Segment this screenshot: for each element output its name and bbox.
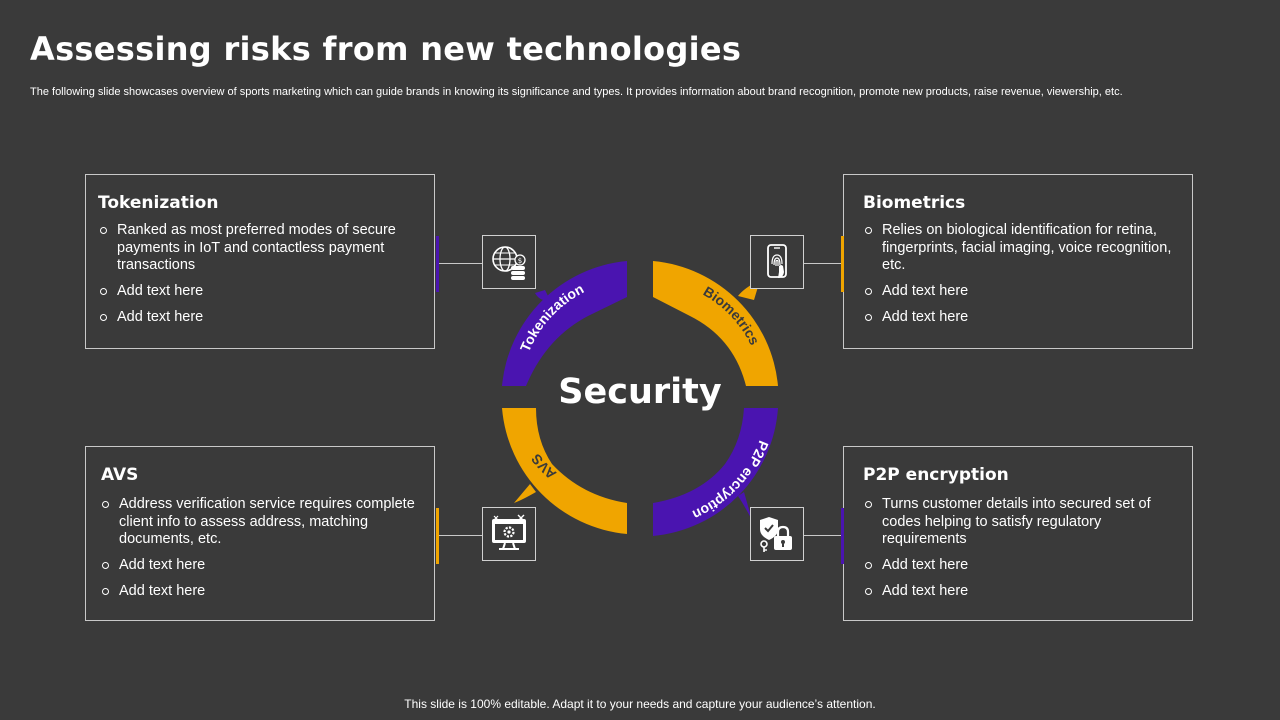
- list-item: Add text here: [98, 283, 420, 301]
- card-title: AVS: [101, 465, 139, 485]
- list-item: Add text here: [863, 557, 1178, 575]
- card-list: Address verification service requires co…: [100, 496, 420, 609]
- list-item: Address verification service requires co…: [100, 496, 420, 549]
- monitor-gear-icon: [482, 507, 536, 561]
- center-label: Security: [558, 372, 722, 412]
- fingerprint-phone-icon: [750, 235, 804, 289]
- list-item: Add text here: [863, 583, 1178, 601]
- shield-lock-icon: [750, 507, 804, 561]
- list-item: Add text here: [863, 309, 1178, 327]
- biometrics-card: Biometrics Relies on biological identifi…: [843, 174, 1193, 349]
- list-item: Ranked as most preferred modes of secure…: [98, 222, 420, 275]
- page-subtitle: The following slide showcases overview o…: [30, 86, 1123, 98]
- accent-bar: [841, 508, 844, 564]
- connector-line: [439, 263, 482, 264]
- svg-text:$: $: [518, 257, 522, 265]
- accent-bar: [436, 508, 439, 564]
- tokenization-card: Tokenization Ranked as most preferred mo…: [85, 174, 435, 349]
- connector-line: [439, 535, 482, 536]
- ring-segment-p2p: [653, 408, 778, 536]
- list-item: Add text here: [863, 283, 1178, 301]
- accent-bar: [436, 236, 439, 292]
- globe-coins-icon: $: [482, 235, 536, 289]
- card-list: Ranked as most preferred modes of secure…: [98, 222, 420, 335]
- p2p-encryption-card: P2P encryption Turns customer details in…: [843, 446, 1193, 621]
- avs-card: AVS Address verification service require…: [85, 446, 435, 621]
- card-title: Biometrics: [863, 193, 966, 213]
- card-list: Turns customer details into secured set …: [863, 496, 1178, 609]
- list-item: Relies on biological identification for …: [863, 222, 1178, 275]
- list-item: Turns customer details into secured set …: [863, 496, 1178, 549]
- ring-segment-avs: [502, 408, 627, 534]
- footer-note: This slide is 100% editable. Adapt it to…: [404, 697, 876, 711]
- page-title: Assessing risks from new technologies: [30, 30, 742, 68]
- card-list: Relies on biological identification for …: [863, 222, 1178, 335]
- connector-line: [804, 535, 841, 536]
- card-title: Tokenization: [98, 193, 219, 213]
- card-title: P2P encryption: [863, 465, 1009, 485]
- list-item: Add text here: [100, 557, 420, 575]
- ring-segment-tokenization: [502, 261, 627, 386]
- accent-bar: [841, 236, 844, 292]
- list-item: Add text here: [98, 309, 420, 327]
- list-item: Add text here: [100, 583, 420, 601]
- connector-line: [804, 263, 841, 264]
